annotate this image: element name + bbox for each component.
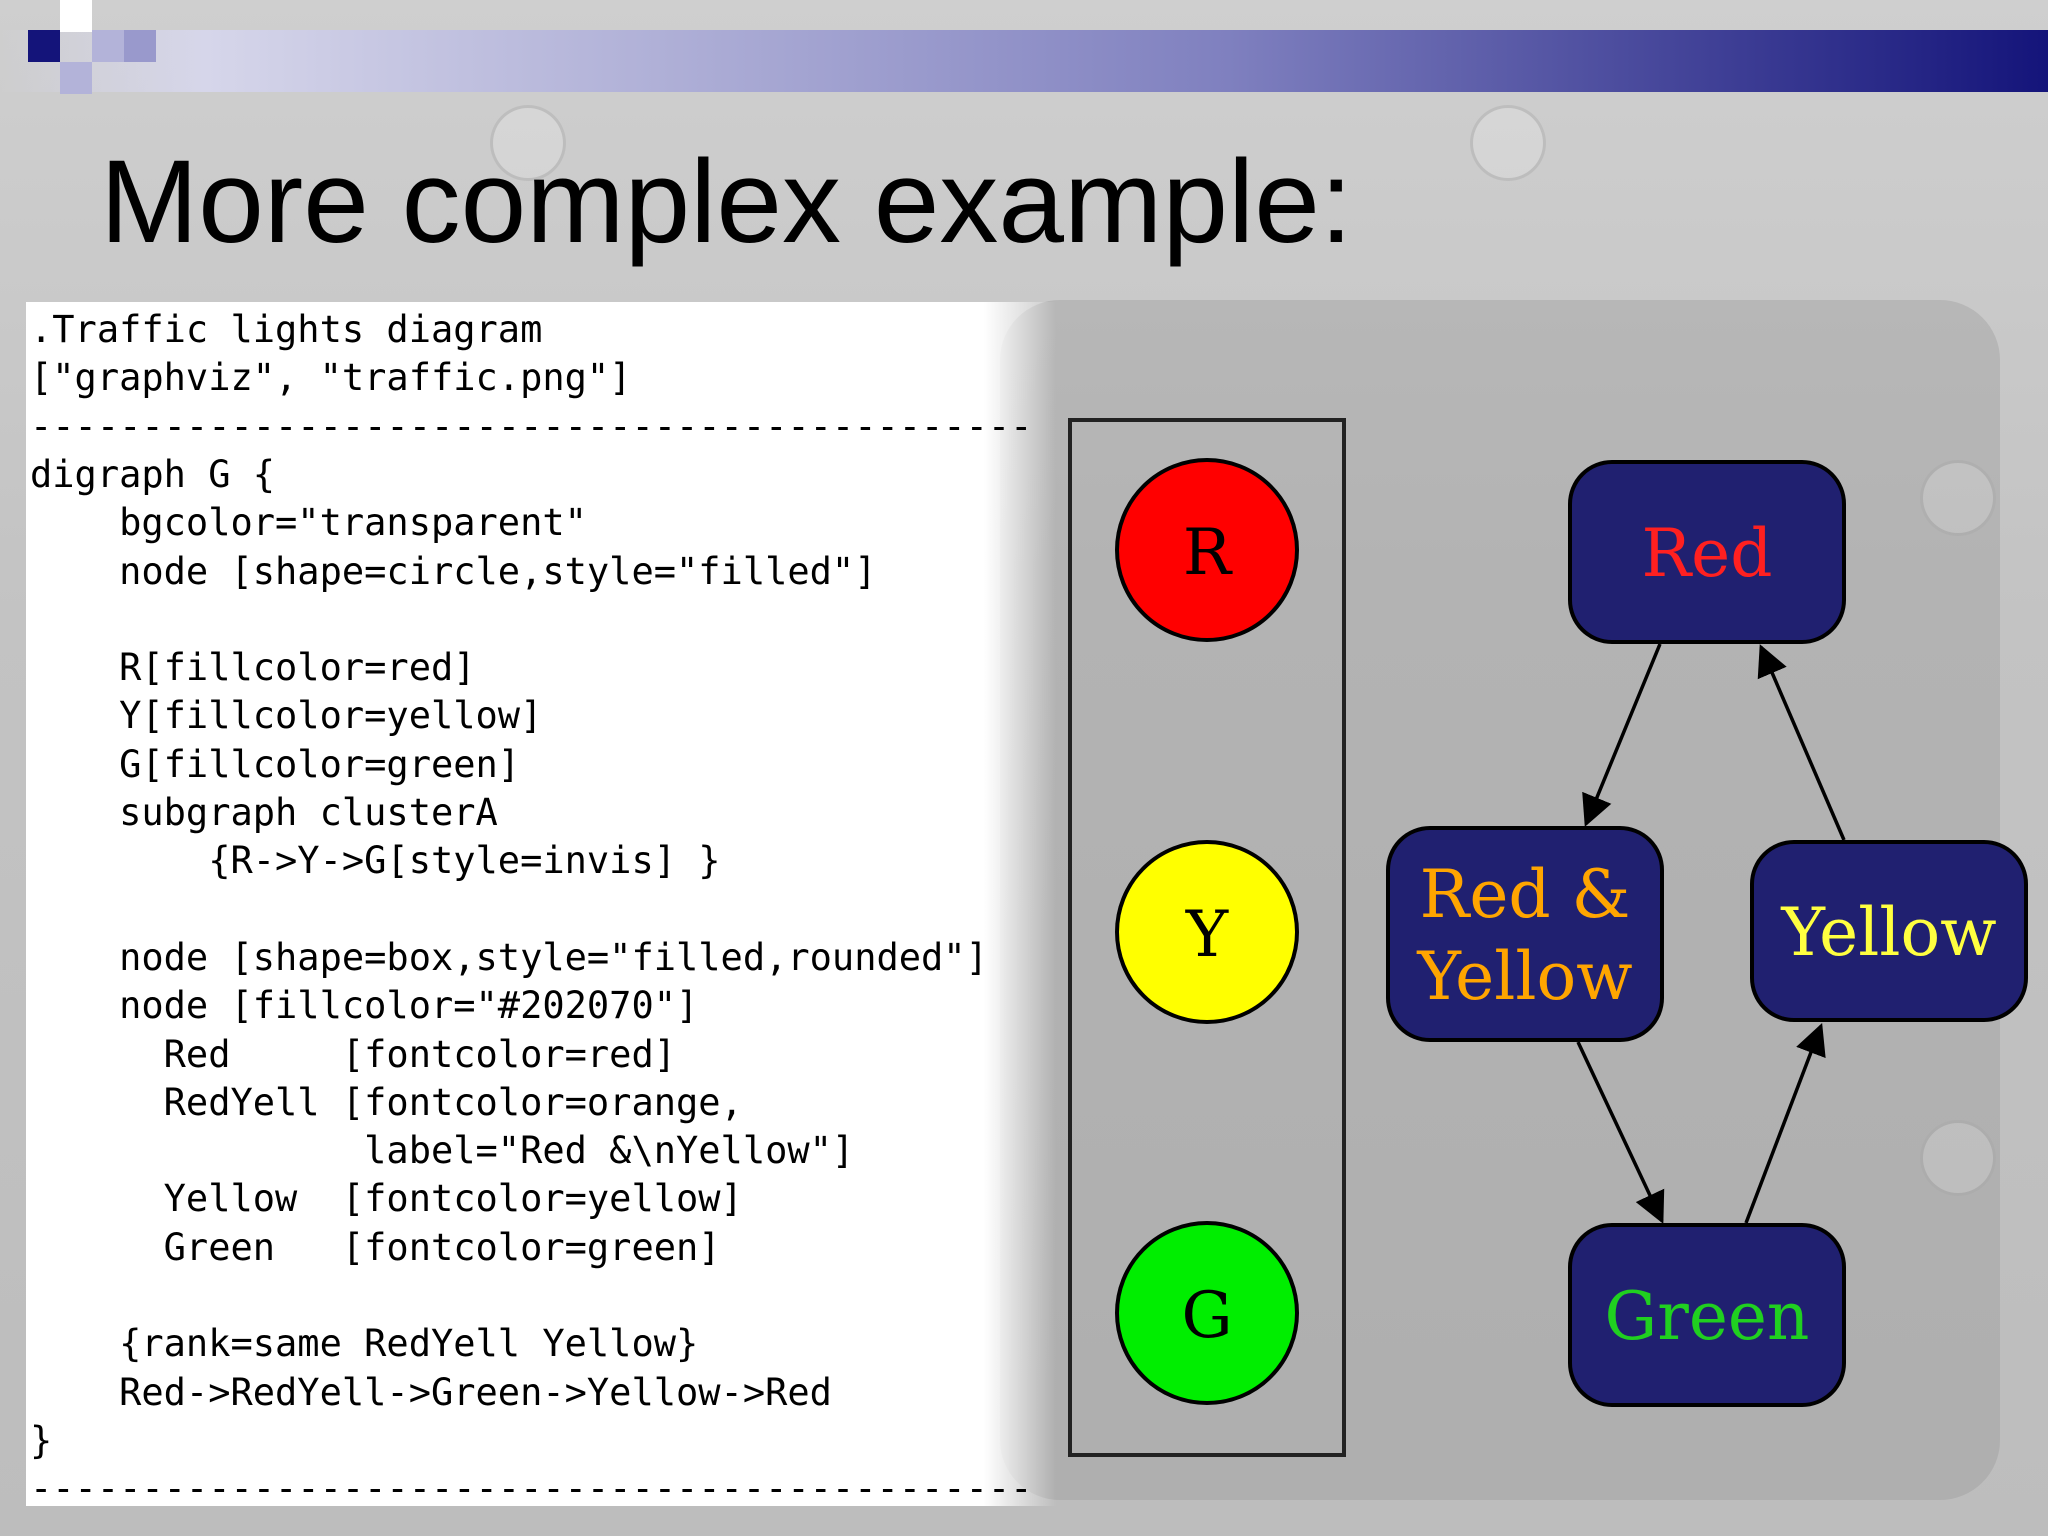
- node-redyell-label: Yellow: [1416, 938, 1632, 1015]
- slide-title: More complex example:: [100, 136, 1353, 268]
- banner-square-light: [60, 0, 92, 32]
- banner-square-light: [92, 30, 124, 62]
- edge-green-to-yellow: [1744, 1023, 1826, 1224]
- node-yellow-box: [1750, 840, 2028, 1022]
- code-line: }: [30, 1418, 53, 1462]
- code-line: node [shape=box,style="filled,rounded"]: [30, 935, 988, 979]
- node-redyell-box: [1386, 826, 1664, 1042]
- code-line: RedYell [fontcolor=orange,: [30, 1080, 743, 1124]
- node-r-label: R: [1183, 516, 1233, 590]
- code-line: {rank=same RedYell Yellow}: [30, 1322, 699, 1366]
- banner-square-dark: [28, 30, 60, 62]
- node-g-circle: [1115, 1221, 1299, 1405]
- background-screw: [1920, 1120, 1996, 1196]
- code-line: Y[fillcolor=yellow]: [30, 694, 543, 738]
- edge-yellow-to-red: [1757, 644, 1846, 841]
- edge-red-to-redyell: [1582, 643, 1662, 827]
- banner-square-light: [60, 62, 92, 94]
- edge-redyell-to-green: [1576, 1041, 1665, 1224]
- code-line: Yellow [fontcolor=yellow]: [30, 1177, 743, 1221]
- node-r-circle: [1115, 458, 1299, 642]
- code-line: ----------------------------------------…: [30, 1467, 1033, 1511]
- code-line: Green [fontcolor=green]: [30, 1225, 721, 1269]
- node-redyell-label: Red &: [1420, 856, 1631, 933]
- code-line: label="Red &\nYellow"]: [30, 1129, 855, 1173]
- background-screw: [1920, 460, 1996, 536]
- code-line: digraph G {: [30, 452, 276, 496]
- node-green-label: Green: [1605, 1278, 1810, 1355]
- node-y-circle: [1115, 840, 1299, 1024]
- code-line: .Traffic lights diagram: [30, 308, 543, 351]
- code-line: {R->Y->G[style=invis] }: [30, 839, 721, 883]
- code-line: Red->RedYell->Green->Yellow->Red: [30, 1370, 832, 1414]
- code-listing: .Traffic lights diagram ["graphviz", "tra…: [26, 302, 1056, 1510]
- code-line: node [fillcolor="#202070"]: [30, 984, 699, 1028]
- node-red-box: [1568, 460, 1846, 644]
- node-green-box: [1568, 1223, 1846, 1407]
- code-line: ["graphviz", "traffic.png"]: [30, 356, 632, 400]
- node-red-label: Red: [1641, 515, 1772, 592]
- code-line: Red [fontcolor=red]: [30, 1032, 677, 1076]
- code-line: node [shape=circle,style="filled"]: [30, 549, 877, 593]
- code-line: R[fillcolor=red]: [30, 646, 476, 690]
- edge-layer: [1576, 643, 1846, 1224]
- node-yellow-label: Yellow: [1780, 894, 1996, 971]
- code-line: G[fillcolor=green]: [30, 742, 521, 786]
- code-line: bgcolor="transparent": [30, 501, 587, 545]
- cluster-a-frame: [1068, 418, 1346, 1457]
- background-screw: [1470, 105, 1546, 181]
- background-screw: [490, 105, 566, 181]
- node-g-label: G: [1181, 1279, 1232, 1353]
- banner-square-mid: [124, 30, 156, 62]
- code-line: subgraph clusterA: [30, 791, 498, 834]
- title-banner: [0, 30, 2048, 92]
- node-y-label: Y: [1185, 898, 1229, 972]
- code-line: ----------------------------------------…: [30, 404, 1033, 448]
